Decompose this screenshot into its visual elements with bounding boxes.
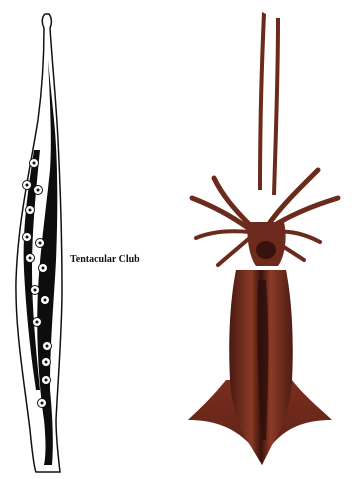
squid-photo <box>188 12 338 465</box>
tentacular-club-drawing <box>16 14 62 472</box>
squid-eye <box>256 241 276 259</box>
tentacular-club-label: Tentacular Club <box>70 254 140 265</box>
long-tentacle-left <box>258 12 266 190</box>
long-tentacle-right <box>272 18 280 195</box>
